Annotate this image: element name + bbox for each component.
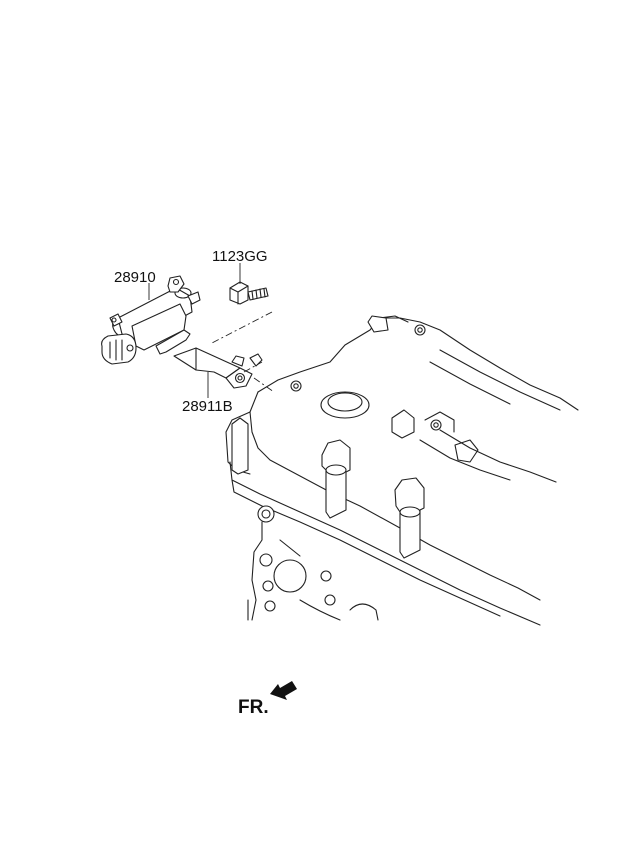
engine-cylinder-head [225,315,579,626]
part-label-28910: 28910 [114,269,156,286]
part-label-1123gg: 1123GG [212,248,268,265]
front-direction-label: FR. [238,697,269,718]
mounting-bracket [173,347,263,389]
leader-lines [148,263,241,398]
purge-control-solenoid-valve [101,275,201,365]
assembly-guide-lines [209,311,275,393]
part-label-28911b: 28911B [182,398,233,415]
front-arrow-icon [270,681,297,700]
front-direction-indicator: FR. [238,681,297,718]
flange-bolt [229,281,269,305]
